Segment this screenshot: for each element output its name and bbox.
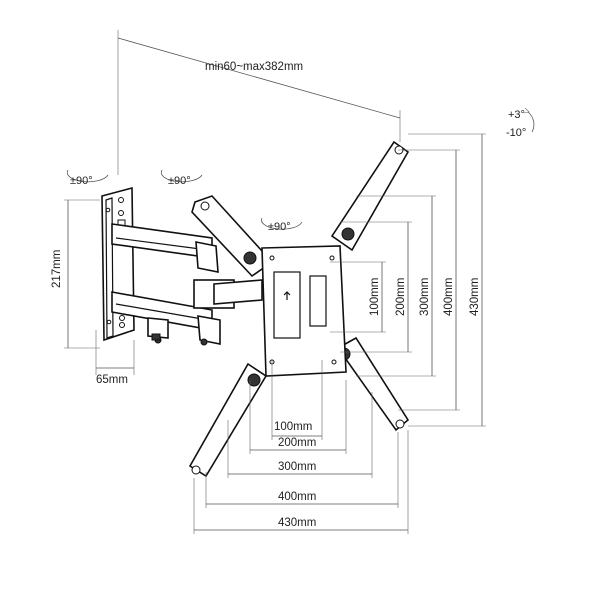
horizontal-dimensions: 100mm 200mm 300mm 400mm 430mm [193,360,409,534]
h200-label: 200mm [278,437,316,449]
rotation-wall-label: ±90° [70,175,93,187]
depth-range-label: min60~max382mm [205,61,303,73]
rotation-arm-label: ±90° [168,175,191,187]
v400-label: 400mm [443,278,455,316]
v430-label: 430mm [469,278,481,316]
tilt-down-label: -10° [506,127,526,139]
v300-label: 300mm [419,278,431,316]
rotation-arm-badge: ±90° [160,169,203,187]
rotation-plate-badge: ±90° [261,217,303,233]
h430-label: 430mm [278,517,316,529]
wall-height-label: 217mm [51,250,63,288]
tilt-indicator: +3° -10° [506,107,535,139]
center-plate [261,245,347,377]
v200-label: 200mm [395,278,407,316]
rotation-plate-label: ±90° [268,221,291,233]
wall-plate [101,186,135,342]
rotation-wall-badge: ±90° [66,169,109,187]
wall-width-label: 65mm [96,374,128,386]
tilt-up-label: +3° [508,109,525,121]
v100-label: 100mm [369,278,381,316]
vertical-dimensions: 100mm 200mm 300mm 400mm 430mm [330,133,486,427]
h100-label: 100mm [274,421,312,433]
h300-label: 300mm [278,461,316,473]
wall-plate-dimensions: 217mm 65mm [51,199,135,386]
h400-label: 400mm [278,491,316,503]
depth-dimension: min60~max382mm [117,30,401,175]
articulating-arms [111,223,263,346]
